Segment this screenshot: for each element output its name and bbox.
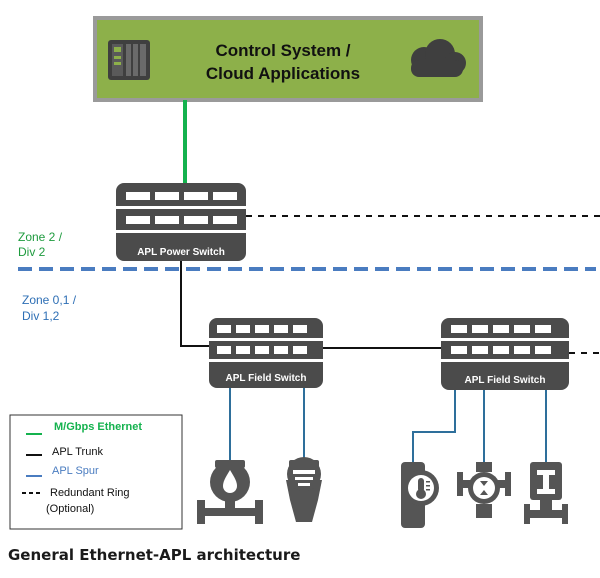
valve-icon <box>524 462 568 524</box>
legend: M/Gbps Ethernet APL Trunk APL Spur Redun… <box>9 414 183 530</box>
field-switch-right-label: APL Field Switch <box>465 375 546 386</box>
control-system-box: Control System / Cloud Applications <box>93 16 483 102</box>
power-switch-label: APL Power Switch <box>137 247 225 258</box>
zone-upper-line1: Zone 2 / <box>18 230 63 244</box>
legend-ring-label-line2: (Optional) <box>46 503 94 515</box>
apl-field-switch-left: APL Field Switch <box>209 318 323 388</box>
apl-spur-lines <box>229 388 547 462</box>
apl-field-switch-right: APL Field Switch <box>441 318 569 390</box>
controller-icon <box>108 40 150 80</box>
zone-lower-line2: Div 1,2 <box>22 309 60 323</box>
apl-power-switch: APL Power Switch <box>116 183 246 261</box>
cloud-icon <box>411 39 466 77</box>
legend-ring-label-line1: Redundant Ring <box>50 487 130 499</box>
diagram-caption: General Ethernet-APL architecture <box>8 546 301 564</box>
control-title-line2: Cloud Applications <box>206 64 360 83</box>
field-switch-left-label: APL Field Switch <box>226 373 307 384</box>
flow-meter-icon <box>197 460 263 524</box>
zone-lower-line1: Zone 0,1 / <box>22 293 77 307</box>
legend-spur-label: APL Spur <box>52 465 99 477</box>
level-meter-icon <box>286 457 322 522</box>
legend-ethernet-label: M/Gbps Ethernet <box>54 421 142 433</box>
control-title-line1: Control System / <box>215 41 350 60</box>
legend-trunk-label: APL Trunk <box>52 446 103 458</box>
temperature-transmitter-icon <box>401 462 439 528</box>
zone-upper-line2: Div 2 <box>18 245 46 259</box>
pressure-transmitter-icon <box>457 462 511 518</box>
apl-trunk-line <box>180 261 209 347</box>
